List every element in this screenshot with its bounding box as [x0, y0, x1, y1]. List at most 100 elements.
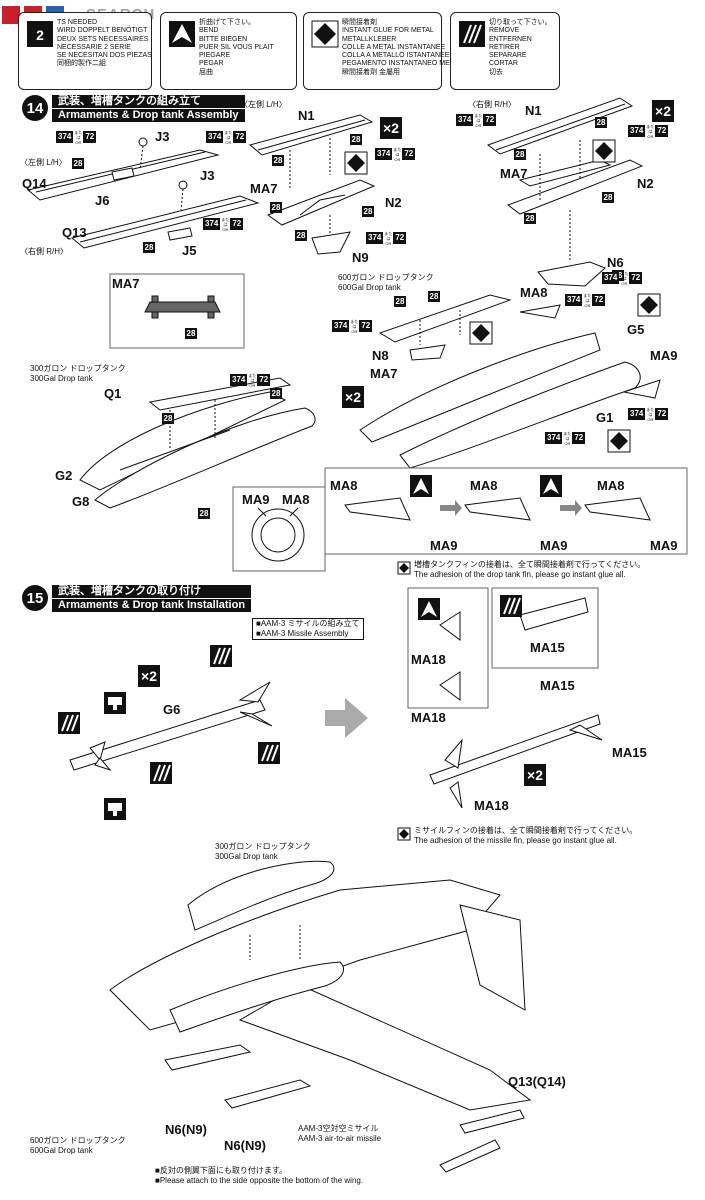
part-n8: N8 — [372, 348, 389, 363]
part-ma8-detail: MA8 — [282, 492, 310, 507]
remove-cut-icon — [58, 712, 80, 734]
part-ma7-detail: MA7 — [112, 276, 140, 291]
color-28: 28 — [270, 202, 282, 213]
instant-glue-icon — [637, 293, 661, 317]
side-label-lh-rail: 〈左側 L/H〉 — [20, 158, 67, 167]
part-ma15-box: MA15 — [530, 640, 565, 655]
instant-glue-icon — [592, 139, 616, 163]
instant-glue-icon — [344, 151, 368, 175]
step-15-title-en: Armaments & Drop tank Installation — [52, 598, 252, 612]
times-two-badge: ×2 — [652, 100, 674, 122]
color-28: 28 — [198, 508, 210, 519]
part-q14: Q14 — [22, 176, 47, 191]
part-ma18-box: MA18 — [411, 652, 446, 667]
part-ma7-tank: MA7 — [370, 366, 398, 381]
instant-glue-icon — [397, 561, 411, 575]
color-28: 28 — [514, 149, 526, 160]
step-15-number: 15 — [22, 585, 48, 611]
part-ma8-seq3: MA8 — [597, 478, 625, 493]
step-14-header: 14 武装、増槽タンクの組み立て Armaments & Drop tank A… — [22, 94, 245, 122]
instant-glue-icon — [607, 429, 631, 453]
part-ma9-seq1: MA9 — [430, 538, 458, 553]
part-ma18-b: MA18 — [474, 798, 509, 813]
part-g6: G6 — [163, 702, 181, 717]
color-28: 28 — [72, 158, 84, 169]
color-28: 28 — [602, 192, 614, 203]
part-ma15-a: MA15 — [540, 678, 575, 693]
part-n2-rh: N2 — [637, 176, 654, 191]
clip-part-icon — [104, 692, 126, 714]
part-ma18-a: MA18 — [411, 710, 446, 725]
bend-icon — [540, 475, 562, 497]
part-ma8-seq1: MA8 — [330, 478, 358, 493]
part-q13q14: Q13(Q14) — [508, 1074, 566, 1089]
times-two-badge: ×2 — [524, 764, 546, 786]
remove-cut-icon — [150, 762, 172, 784]
instant-glue-icon — [397, 827, 411, 841]
step-15-header: 15 武装、増槽タンクの取り付け Armaments & Drop tank I… — [22, 584, 252, 612]
part-ma9-detail: MA9 — [242, 492, 270, 507]
bend-icon — [169, 21, 195, 47]
remove-cut-icon — [258, 742, 280, 764]
part-n6n9-b: N6(N9) — [224, 1138, 266, 1153]
part-g5: G5 — [627, 322, 645, 337]
part-ma7-lh: MA7 — [250, 181, 278, 196]
part-j5: J5 — [182, 243, 197, 258]
side-label-rh-rail: 〈右側 R/H〉 — [20, 247, 68, 256]
color-28: 28 — [272, 155, 284, 166]
color-28: 28 — [595, 117, 607, 128]
step-14-title-en: Armaments & Drop tank Assembly — [52, 108, 245, 122]
color-28: 28 — [394, 296, 406, 307]
times-two-badge: ×2 — [342, 386, 364, 408]
part-ma9-seq3: MA9 — [650, 538, 678, 553]
part-n2-lh: N2 — [385, 195, 402, 210]
remove-cut-icon — [500, 595, 522, 617]
step-14-title-jp: 武装、増槽タンクの組み立て — [52, 94, 245, 108]
instant-glue-icon — [469, 321, 493, 345]
step-14-number: 14 — [22, 95, 48, 121]
part-ma9: MA9 — [650, 348, 678, 363]
part-n1-lh: N1 — [298, 108, 315, 123]
side-label-rh: 〈右側 R/H〉 — [468, 100, 516, 109]
color-28: 28 — [185, 328, 197, 339]
aam3-assembly-label: ■AAM-3 ミサイルの組み立て■AAM-3 Missile Assembly — [252, 618, 364, 640]
part-j3b: J3 — [200, 168, 215, 183]
step-15-title-jp: 武装、増槽タンクの取り付け — [52, 584, 252, 598]
instant-glue-icon — [311, 20, 339, 48]
part-j6: J6 — [95, 193, 110, 208]
color-28: 28 — [295, 230, 307, 241]
missile-fin-note: ミサイルフィンの接着は、全て瞬間接着剤で行ってください。 The adhesio… — [397, 826, 637, 846]
part-g8: G8 — [72, 494, 90, 509]
part-ma8-seq2: MA8 — [470, 478, 498, 493]
part-ma8: MA8 — [520, 285, 548, 300]
bend-icon — [418, 598, 440, 620]
part-g1: G1 — [596, 410, 614, 425]
times-two-badge: ×2 — [380, 117, 402, 139]
remove-cut-icon — [459, 21, 485, 47]
color-28: 28 — [270, 388, 282, 399]
part-n6n9-a: N6(N9) — [165, 1122, 207, 1137]
part-q1: Q1 — [104, 386, 122, 401]
